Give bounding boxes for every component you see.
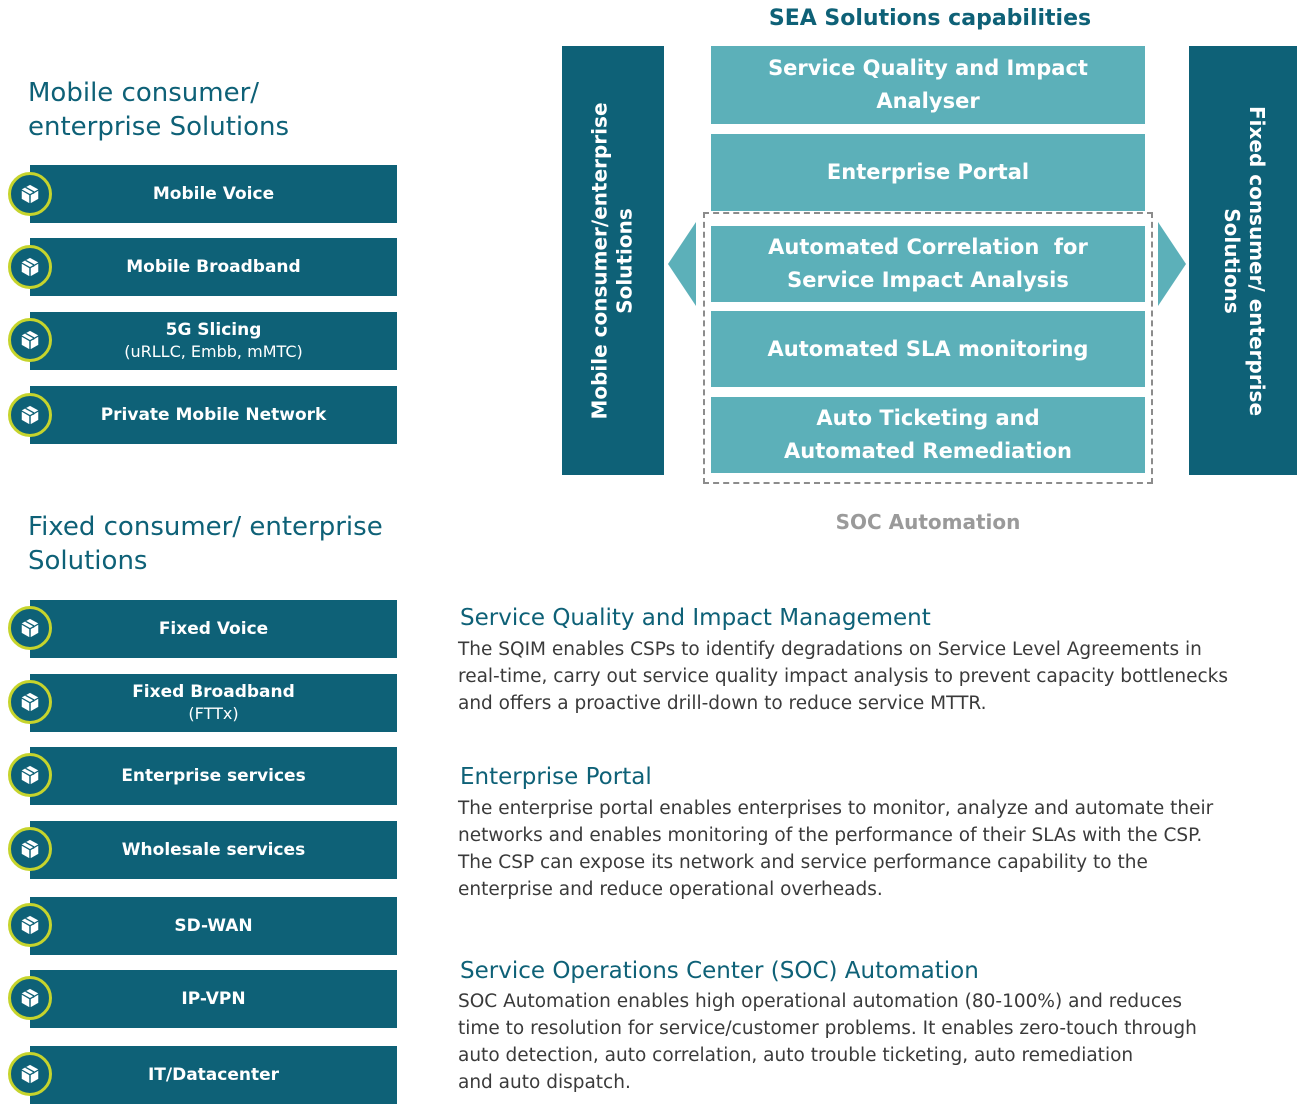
capability-sqia[interactable]: Service Quality and Impact Analyser <box>711 46 1145 124</box>
solution-label: IT/Datacenter <box>147 1064 280 1085</box>
capability-enterprise-portal[interactable]: Enterprise Portal <box>711 134 1145 211</box>
capability-sla-monitoring[interactable]: Automated SLA monitoring <box>711 311 1145 387</box>
body-line: and offers a proactive drill-down to red… <box>458 693 987 714</box>
solution-sd-wan[interactable]: SD-WAN <box>30 897 397 955</box>
body-line: SOC Automation enables high operational … <box>458 991 1183 1012</box>
mobile-bar-label-line: Mobile consumer/enterprise <box>588 101 613 420</box>
capability-label: Automated SLA monitoring <box>767 336 1089 361</box>
body-line: enterprise and reduce operational overhe… <box>458 879 883 900</box>
package-icon <box>8 903 52 947</box>
fixed-solutions-heading: Fixed consumer/ enterprise Solutions <box>28 512 383 576</box>
soc-automation-body: SOC Automation enables high operational … <box>458 988 1297 1096</box>
solution-fixed-voice[interactable]: Fixed Voice <box>30 600 397 658</box>
package-icon <box>8 680 52 724</box>
solution-mobile-broadband[interactable]: Mobile Broadband <box>30 238 397 296</box>
solution-mobile-voice[interactable]: Mobile Voice <box>30 165 397 223</box>
capability-label: Analyser <box>876 89 980 113</box>
fixed-bar-label-line: Solutions <box>1220 207 1245 314</box>
sqim-body: The SQIM enables CSPs to identify degrad… <box>458 636 1297 717</box>
solution-sublabel: (FTTx) <box>188 704 239 723</box>
soc-automation-group <box>703 212 1153 484</box>
diagram-title: SEA Solutions capabilities <box>768 6 1092 31</box>
package-icon <box>8 1052 52 1096</box>
fixed-solutions-bar: Fixed consumer/ enterprise Solutions <box>1189 46 1297 475</box>
body-line: The CSP can expose its network and servi… <box>458 852 1148 873</box>
body-line: and auto dispatch. <box>458 1072 631 1093</box>
mobile-bar-label-line: Solutions <box>613 207 638 314</box>
capability-label: Automated Remediation <box>784 439 1072 463</box>
package-icon <box>8 976 52 1020</box>
body-line: The enterprise portal enables enterprise… <box>458 798 1214 819</box>
left-arrow-icon <box>668 222 696 306</box>
solution-label: Fixed Broadband <box>132 682 295 702</box>
solution-private-mobile-network[interactable]: Private Mobile Network <box>30 386 397 444</box>
mobile-solutions-heading: Mobile consumer/ enterprise Solutions <box>28 78 290 142</box>
solution-label: SD-WAN <box>174 915 253 936</box>
body-line: The SQIM enables CSPs to identify degrad… <box>458 639 1202 660</box>
solution-enterprise-services[interactable]: Enterprise services <box>30 747 397 805</box>
package-icon <box>8 753 52 797</box>
soc-automation-title: Service Operations Center (SOC) Automati… <box>460 958 979 984</box>
package-icon <box>8 172 52 216</box>
body-line: networks and enables monitoring of the p… <box>458 825 1203 846</box>
solution-sublabel: (uRLLC, Embb, mMTC) <box>124 342 303 361</box>
solution-5g-slicing[interactable]: 5G Slicing (uRLLC, Embb, mMTC) <box>30 312 397 370</box>
enterprise-portal-title: Enterprise Portal <box>460 764 652 790</box>
capability-label: Auto Ticketing and <box>816 406 1040 430</box>
package-icon <box>8 393 52 437</box>
capability-label: Automated Correlation for <box>768 235 1088 259</box>
solution-label: 5G Slicing <box>165 320 262 340</box>
solution-it-datacenter[interactable]: IT/Datacenter <box>30 1046 397 1104</box>
package-icon <box>8 245 52 289</box>
soc-automation-label: SOC Automation <box>835 510 1021 534</box>
sqim-title: Service Quality and Impact Management <box>460 605 931 631</box>
solution-label: Mobile Voice <box>152 183 275 204</box>
right-arrow-icon <box>1158 222 1186 306</box>
solution-wholesale-services[interactable]: Wholesale services <box>30 821 397 879</box>
body-line: time to resolution for service/customer … <box>458 1018 1197 1039</box>
solution-fixed-broadband[interactable]: Fixed Broadband (FTTx) <box>30 674 397 732</box>
capability-auto-ticketing[interactable]: Auto Ticketing and Automated Remediation <box>711 397 1145 473</box>
fixed-bar-label-line: Fixed consumer/ enterprise <box>1245 105 1270 416</box>
solution-label: Enterprise services <box>121 765 306 786</box>
enterprise-portal-body: The enterprise portal enables enterprise… <box>458 795 1297 903</box>
solution-label: Fixed Voice <box>158 618 269 639</box>
capability-automated-correlation[interactable]: Automated Correlation for Service Impact… <box>711 226 1145 302</box>
body-line: auto detection, auto correlation, auto t… <box>458 1045 1134 1066</box>
solution-label: IP-VPN <box>181 988 246 1009</box>
solution-label: Wholesale services <box>121 839 306 860</box>
capability-label: Service Quality and Impact <box>768 56 1088 80</box>
solution-ip-vpn[interactable]: IP-VPN <box>30 970 397 1028</box>
package-icon <box>8 606 52 650</box>
mobile-solutions-bar: Mobile consumer/enterprise Solutions <box>562 46 664 475</box>
capability-label: Service Impact Analysis <box>787 268 1069 292</box>
package-icon <box>8 827 52 871</box>
solution-label: Private Mobile Network <box>100 404 327 425</box>
capability-label: Enterprise Portal <box>826 160 1030 184</box>
package-icon <box>8 318 52 362</box>
solution-label: Mobile Broadband <box>126 256 301 277</box>
body-line: real-time, carry out service quality imp… <box>458 666 1229 687</box>
